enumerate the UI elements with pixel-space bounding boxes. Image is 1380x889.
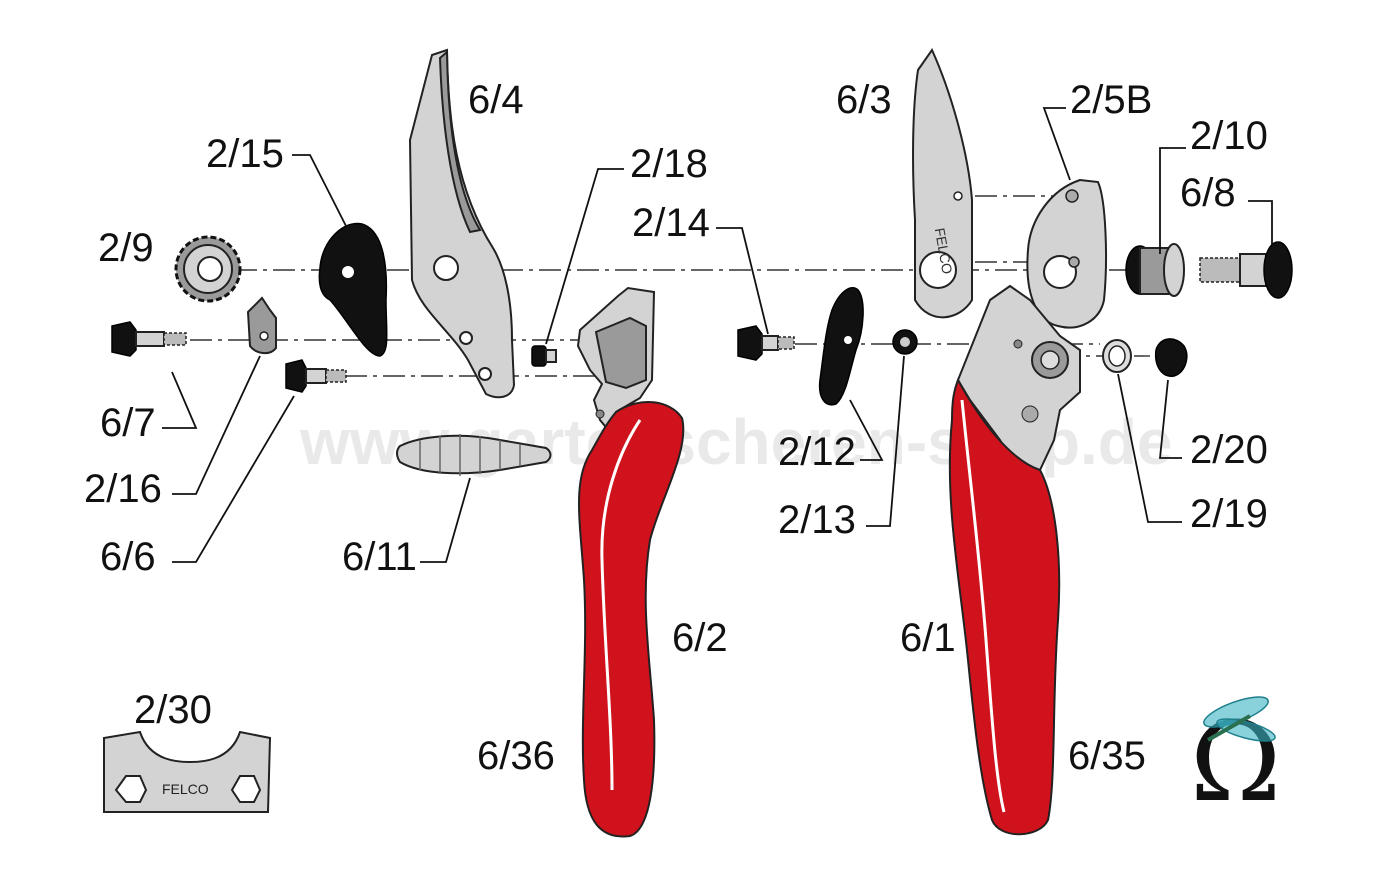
label-2-16: 2/16 — [84, 467, 162, 511]
label-6-35: 6/35 — [1068, 734, 1146, 778]
part-2-15-plate — [318, 222, 388, 357]
label-2-12: 2/12 — [778, 430, 856, 474]
label-2-9: 2/9 — [98, 226, 154, 270]
label-6-6: 6/6 — [100, 535, 156, 579]
part-2-9-gear-nut — [174, 235, 242, 303]
part-6-2-handle — [576, 286, 685, 838]
part-2-18-screw — [531, 345, 557, 367]
omega-dragonfly-logo: Ω — [1190, 696, 1281, 826]
label-2-18: 2/18 — [630, 142, 708, 186]
label-2-10: 2/10 — [1190, 114, 1268, 158]
label-6-8: 6/8 — [1180, 171, 1236, 215]
label-6-3: 6/3 — [836, 78, 892, 122]
part-6-7-bolt — [111, 321, 187, 357]
part-6-6-bolt — [285, 359, 347, 393]
part-labels: 6/4 2/15 2/9 2/18 2/14 6/7 2/16 6/6 6/11… — [84, 78, 1268, 778]
part-2-5b-head — [1026, 178, 1107, 329]
wrench-brand-stamp: FELCO — [162, 781, 209, 797]
part-2-12-cam — [818, 287, 864, 406]
label-2-19: 2/19 — [1190, 492, 1268, 536]
label-6-4: 6/4 — [468, 78, 524, 122]
part-6-3-blade: FELCO — [912, 47, 973, 319]
label-2-15: 2/15 — [206, 132, 284, 176]
part-2-10-bushing — [1125, 243, 1185, 297]
label-6-11: 6/11 — [342, 535, 417, 579]
part-2-13-washer — [892, 329, 918, 355]
label-2-5b: 2/5B — [1070, 78, 1152, 122]
label-6-2: 6/2 — [672, 616, 728, 660]
part-6-11-spring — [396, 434, 552, 476]
label-6-36: 6/36 — [477, 734, 555, 778]
label-2-14: 2/14 — [632, 201, 710, 245]
part-2-19-ring — [1102, 339, 1132, 373]
label-2-30: 2/30 — [134, 688, 212, 732]
leader-lines — [162, 107, 1273, 563]
part-2-16-spring-lock — [246, 296, 277, 354]
part-6-1-handle — [948, 284, 1081, 836]
label-2-20: 2/20 — [1190, 428, 1268, 472]
label-2-13: 2/13 — [778, 498, 856, 542]
part-6-4-blade — [408, 48, 516, 399]
part-2-20-cap — [1154, 338, 1188, 377]
part-2-14-bolt — [737, 325, 795, 361]
label-6-1: 6/1 — [900, 616, 956, 660]
label-6-7: 6/7 — [100, 401, 156, 445]
part-2-30-wrench: FELCO — [103, 730, 272, 813]
part-6-8-screw — [1199, 241, 1293, 299]
